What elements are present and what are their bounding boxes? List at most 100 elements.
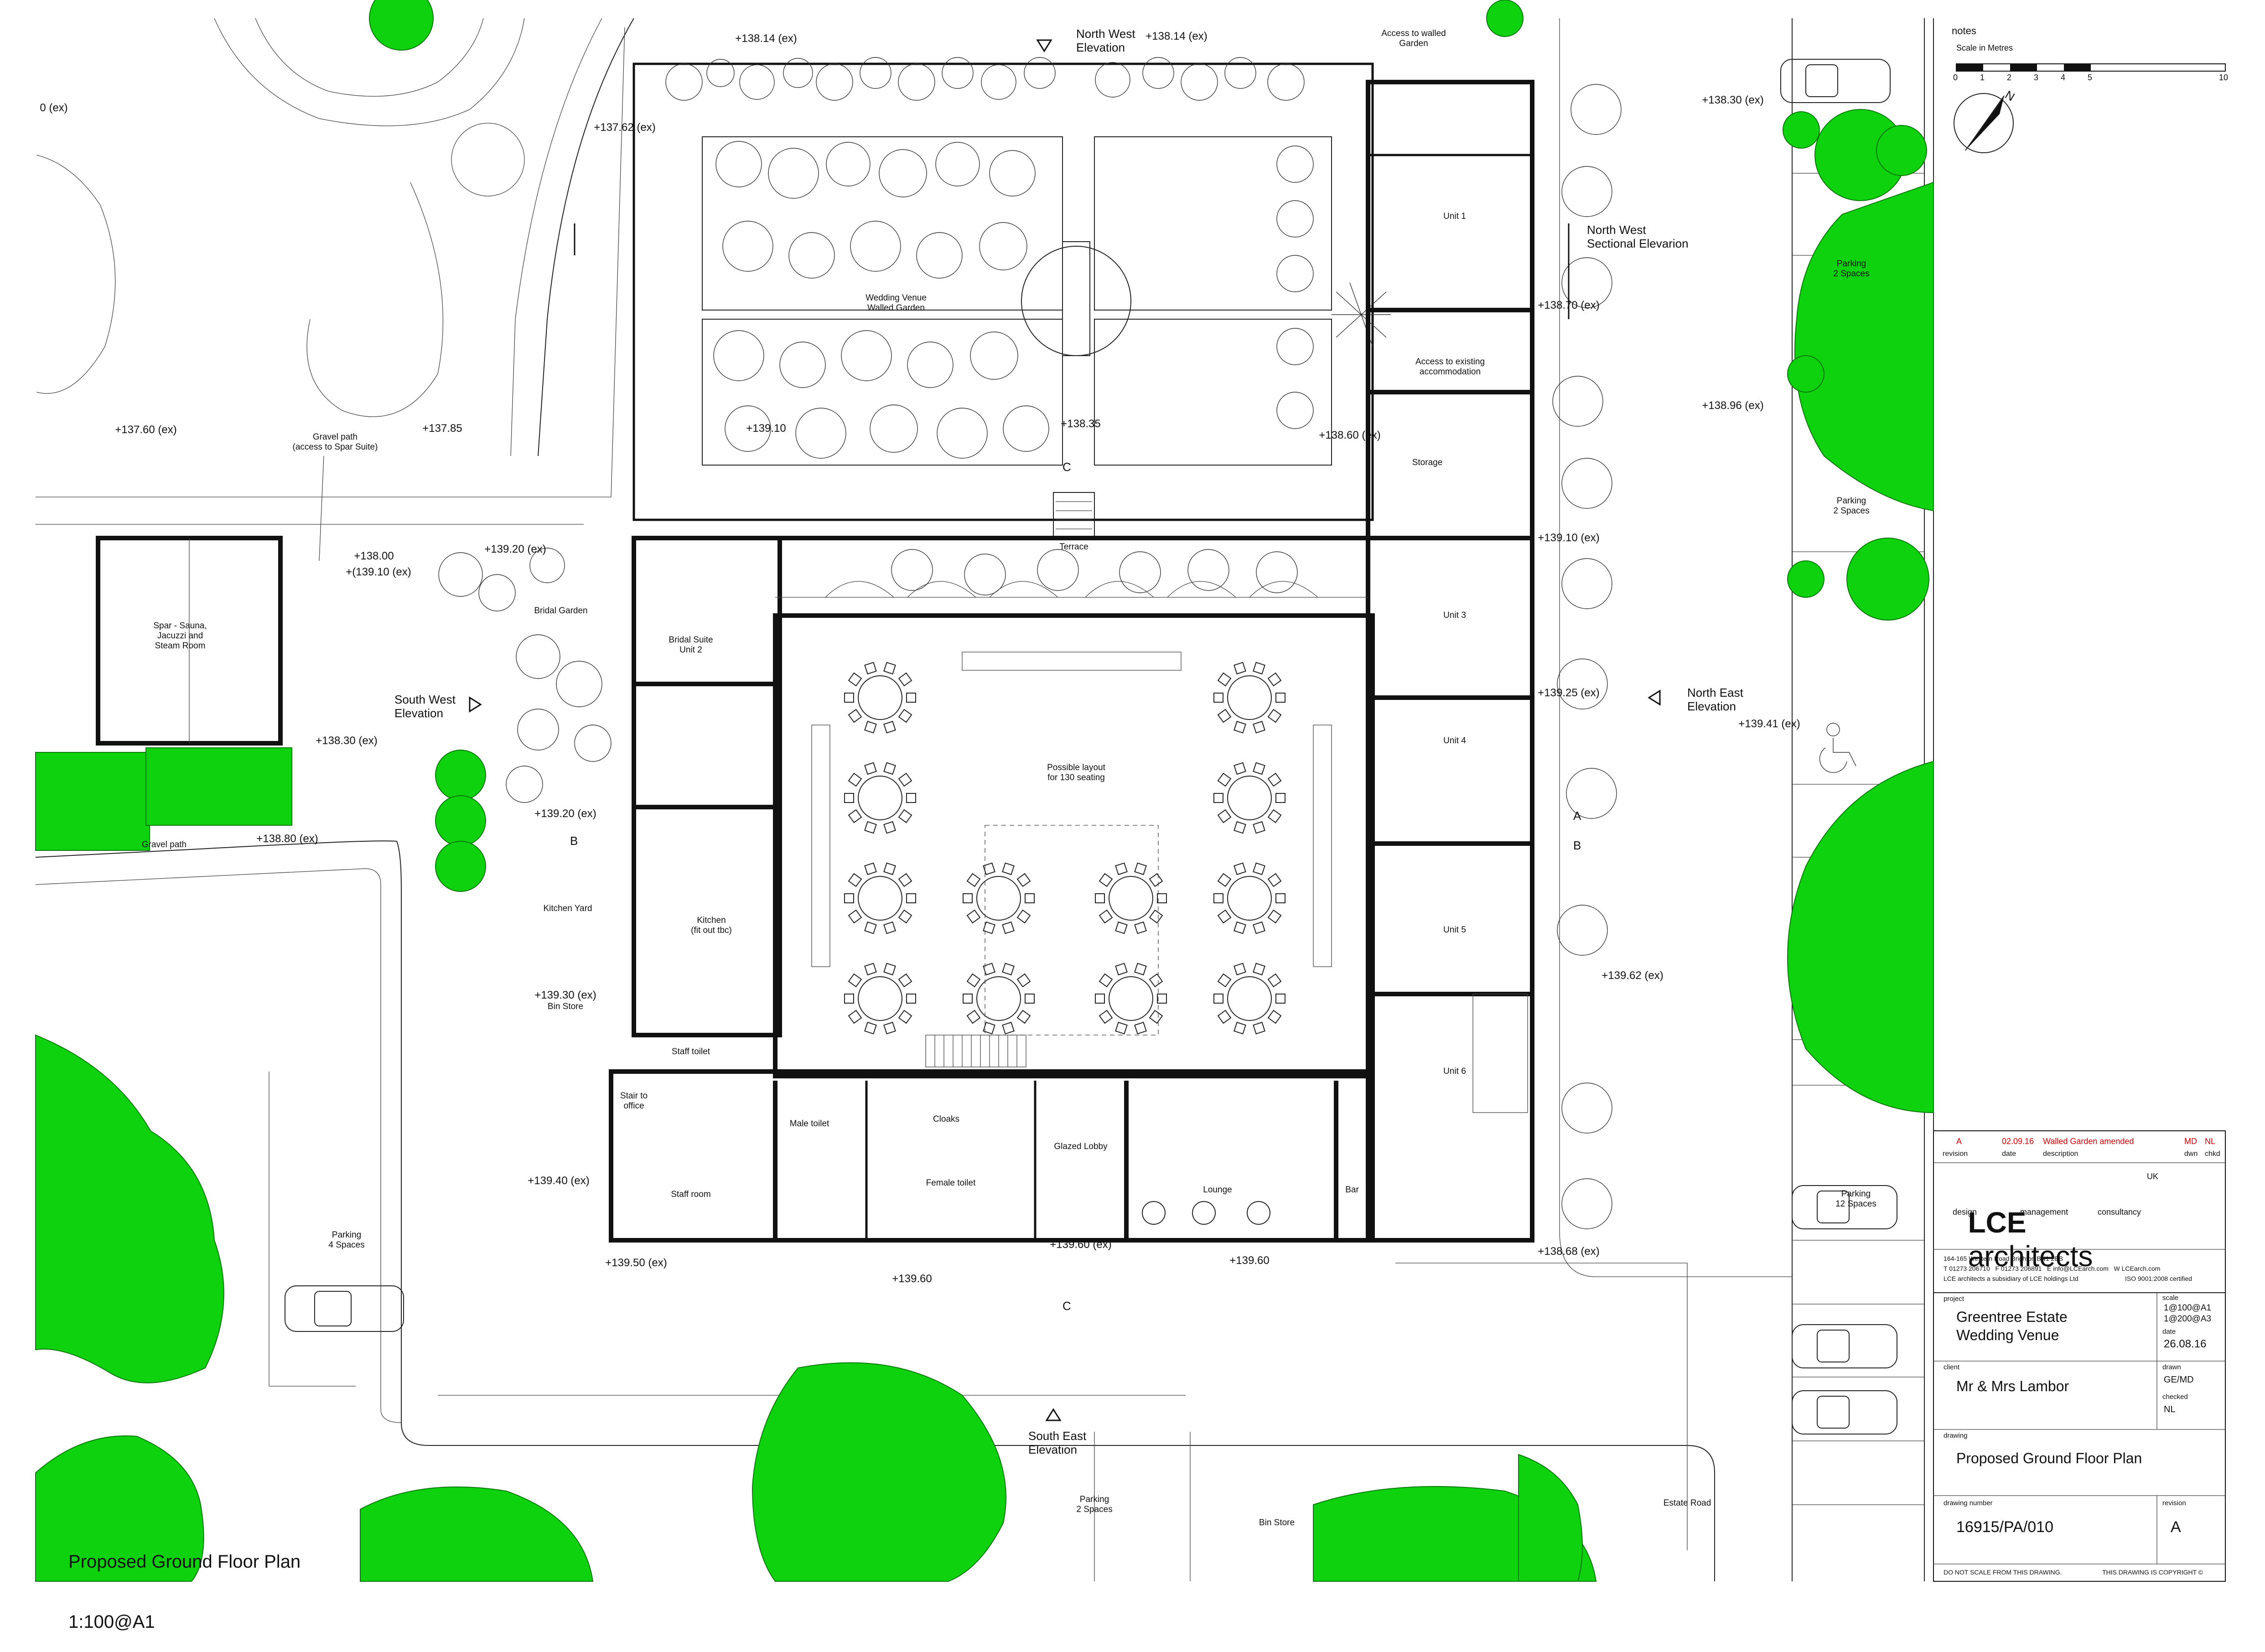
chair [898,973,912,988]
label-section-b-left: B [570,834,578,848]
firm-logo: LCE architects [1952,1172,2093,1273]
chair [1149,1010,1163,1024]
stairs [811,652,1528,1113]
chair [864,821,877,834]
room-glazed-lobby: Glazed Lobby [1054,1142,1108,1152]
level-6: +137.60 (ex) [115,424,177,436]
chair [1099,909,1113,924]
chair [1099,973,1113,988]
chair [906,994,916,1004]
title-block-frame [1933,1130,2226,1582]
chair [1025,994,1035,1004]
chair [1016,1010,1031,1024]
scale-field-label: scale [2162,1294,2179,1302]
building-walls [96,80,1534,1243]
client-label: client [1944,1363,1960,1371]
firm-tagline-design: design [1953,1207,1977,1217]
label-bin-store-2: Bin Store [1259,1518,1295,1528]
room-unit4: Unit 4 [1443,736,1466,746]
revision-rev: A [1956,1137,1962,1146]
checked-label: checked [2162,1393,2188,1401]
label-parking-12: Parking 12 Spaces [1835,1189,1876,1209]
chair [883,963,896,976]
label-estate-road: Estate Road [1663,1498,1711,1508]
scale-tick-10: 10 [2219,73,2229,82]
chair [1217,772,1232,787]
room-unit5: Unit 5 [1443,925,1466,935]
label-nw-elevation: North West Elevation [1076,27,1135,54]
chair [1213,793,1223,803]
chair [983,862,995,875]
chair [1025,893,1035,903]
chair [883,662,896,675]
chair [1275,994,1285,1004]
label-gravel-path-top: Gravel path (access to Spar Suite) [292,432,378,452]
firm-uk: UK [2147,1172,2159,1181]
chair [1002,862,1015,875]
revision-value: A [2171,1518,2181,1536]
chair [906,893,916,903]
chair [1217,709,1232,723]
label-gravel-path: Gravel path [141,840,187,850]
firm-subsidiary: LCE architects a subsidiary of LCE holdi… [1944,1275,2078,1282]
chair [1275,693,1285,703]
chair [898,672,912,687]
client-value: Mr & Mrs Lambor [1956,1378,2069,1394]
chair [966,973,981,988]
project-line2: Wedding Venue [1956,1327,2059,1343]
level-10: +138.60 (ex) [1319,429,1381,441]
level-23: +139.40 (ex) [528,1175,590,1187]
planting-shrubs [438,57,1622,1229]
chair [1267,909,1282,924]
lounge-table [1247,1201,1270,1225]
footer-do-not-scale: DO NOT SCALE FROM THIS DRAWING. [1944,1569,2062,1576]
revision-header-description: description [2043,1150,2078,1158]
chair [883,1021,896,1035]
room-spar: Spar - Sauna, Jacuzzi and Steam Room [153,621,207,651]
chair [883,921,896,934]
project-line1: Greentree Estate [1956,1309,2068,1325]
level-1: +138.14 (ex) [735,32,797,45]
room-bin-store: Bin Store [547,1002,584,1012]
level-4: +138.30 (ex) [1702,94,1764,106]
project-label: project [1944,1295,1964,1303]
room-unit1: Unit 1 [1443,212,1466,222]
revision-header-chkd: chkd [2205,1150,2220,1158]
room-female-toilet: Female toilet [926,1178,976,1188]
chair [1016,973,1031,988]
chair [1099,873,1113,887]
chair [864,921,877,934]
room-cloaks: Cloaks [933,1114,960,1124]
chair [1115,963,1128,976]
chair [1115,921,1128,934]
revision-header-dwn: dwn [2184,1150,2198,1158]
north-arrow-icon [1954,93,2014,153]
chair [1016,909,1031,924]
level-2: +138.14 (ex) [1145,30,1208,42]
level-28: +138.68 (ex) [1538,1245,1600,1258]
label-section-b-right: B [1573,839,1581,852]
chair [1253,662,1265,675]
chair [848,973,862,988]
scale-tick-1: 1 [1980,73,1985,82]
firm-tagline-consultancy: consultancy [2098,1207,2141,1217]
room-terrace: Terrace [1059,542,1088,552]
scale-tick-0: 0 [1953,73,1958,82]
chair [906,693,916,703]
level-22: +139.62 (ex) [1602,969,1664,982]
room-staff-toilet: Staff toilet [671,1047,710,1057]
level-21: +139.30 (ex) [534,989,596,1001]
revision-date: 02.09.16 [2002,1137,2034,1146]
site-plan-drawing [35,0,2226,1582]
chair [1275,793,1285,803]
room-male-toilet: Male toilet [789,1119,829,1129]
round-tables [844,662,1285,1225]
chair [1234,1021,1246,1035]
chair [1234,662,1246,675]
chair [1253,1021,1265,1035]
firm-contact: T 01273 206710 F 01273 206891 E info@LCE… [1944,1265,2161,1272]
chair [1267,809,1282,823]
firm-name: architects [1968,1240,2093,1273]
chair [1002,921,1015,934]
revision-description: Walled Garden amended [2043,1137,2134,1146]
